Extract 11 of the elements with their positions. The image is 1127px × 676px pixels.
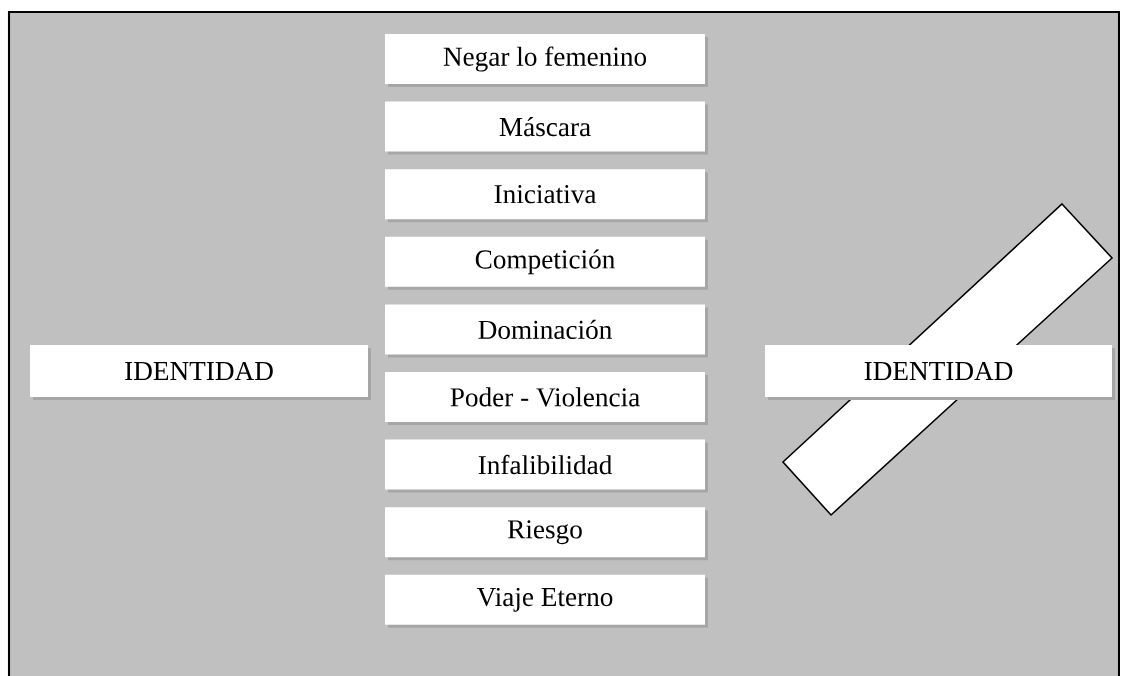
label-box: IDENTIDAD <box>765 345 1115 400</box>
label-box: IDENTIDAD <box>30 345 371 400</box>
label-box: Dominación <box>385 304 708 358</box>
label-box: Infalibilidad <box>385 439 708 493</box>
label-box: Competición <box>385 236 708 290</box>
label-box: Negar lo femenino <box>385 34 708 87</box>
label-box: Máscara <box>385 101 708 155</box>
label-box: Riesgo <box>385 507 708 561</box>
label-box: Iniciativa <box>385 169 708 223</box>
label-box: Poder - Violencia <box>385 372 708 425</box>
label-box: Viaje Eterno <box>385 574 708 628</box>
